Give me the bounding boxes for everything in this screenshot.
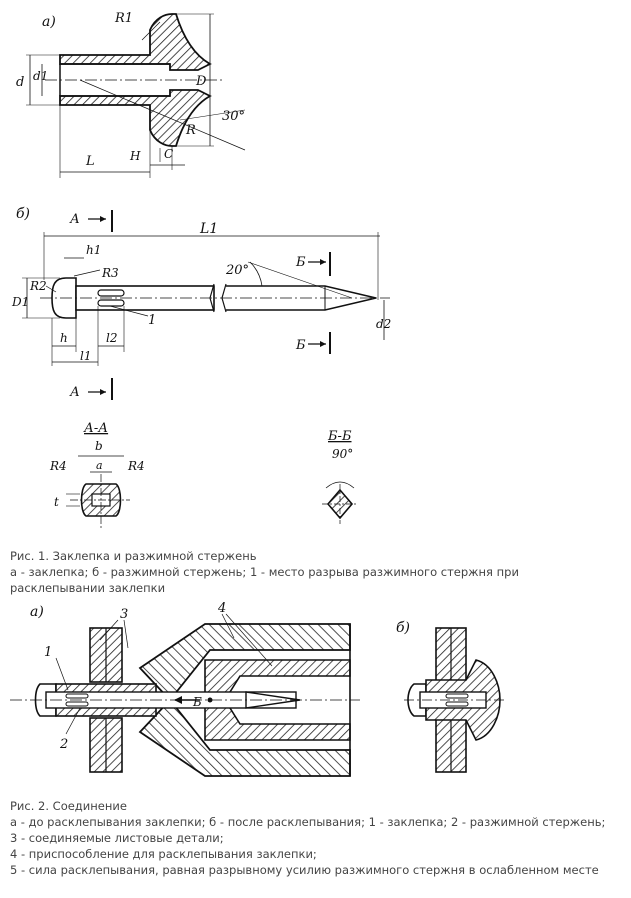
label-3-sheets: 3 (120, 607, 128, 622)
label-a: a (96, 459, 103, 472)
label-R2: R2 (29, 279, 47, 293)
label-h: h (60, 331, 68, 345)
label-R4-right: R4 (127, 459, 145, 473)
figure2-caption-line: 3 - соединяемые листовые детали; (10, 831, 224, 845)
section-A-bottom: А (69, 385, 80, 400)
label-L: L (85, 154, 95, 169)
label-angle-30: 30° (222, 109, 245, 124)
figure2-caption-line: а - до расклепывания заклепки; б - после… (10, 815, 606, 829)
label-1-rivet: 1 (44, 645, 52, 660)
figure2-caption: Рис. 2. Соединение а - до расклепывания … (10, 798, 605, 878)
rivet-drawing: а) R1 d d1 D R 30° L H C (16, 11, 246, 178)
label-2-pin: 2 (59, 737, 68, 752)
label-d1: d1 (33, 69, 48, 83)
label-l2: l2 (106, 331, 117, 345)
fig2-part-b-label: б) (396, 620, 410, 636)
figure1-caption-title: Рис. 1. Заклепка и разжимной стержень (10, 549, 257, 563)
rivet-upper-section (59, 13, 212, 71)
label-H: H (129, 149, 141, 163)
section-AA-title: А-А (83, 421, 108, 436)
label-t: t (54, 495, 59, 509)
label-D: D (195, 74, 207, 89)
figure2-caption-line: 4 - приспособление для расклепывания зак… (10, 847, 317, 861)
label-b: b (95, 439, 103, 453)
label-R4-left: R4 (49, 459, 67, 473)
expanding-pin-drawing: б) А (11, 206, 391, 400)
figure2-caption-title: Рис. 2. Соединение (10, 799, 127, 813)
label-R: R (185, 123, 196, 138)
label-R1: R1 (114, 11, 133, 26)
label-l1: l1 (80, 349, 91, 363)
figure1-caption: Рис. 1. Заклепка и разжимной стержень а … (10, 548, 519, 596)
label-4-tool: 4 (217, 601, 226, 616)
label-angle-20: 20° (225, 263, 249, 278)
label-B-force: Б (192, 695, 202, 709)
fig1-part-a-label: а) (42, 14, 56, 30)
section-A-top: А (69, 212, 80, 227)
section-B-top: Б (295, 255, 306, 270)
label-h1: h1 (86, 243, 101, 257)
fig2-part-a-label: а) (30, 604, 44, 620)
label-angle-90: 90° (332, 447, 353, 461)
label-d2: d2 (376, 317, 391, 331)
label-1-break-point: 1 (148, 313, 156, 328)
figure1-caption-line: а - заклепка; б - разжимной стержень; 1 … (10, 565, 519, 579)
label-d: d (16, 75, 24, 90)
fig1-part-b-label: б) (16, 206, 30, 222)
figure2-caption-line: 5 - сила расклепывания, равная разрывном… (10, 863, 599, 877)
joint-after-riveting: б) (396, 620, 506, 773)
section-BB-title: Б-Б (327, 429, 352, 444)
section-B-bottom: Б (295, 338, 306, 353)
label-L1: L1 (199, 221, 218, 237)
label-R3: R3 (101, 266, 119, 280)
section-AA-drawing: А-А b a R4 R4 t (49, 421, 145, 528)
section-BB-drawing: Б-Б 90° (322, 429, 358, 524)
label-D1: D1 (11, 295, 29, 309)
joint-before-riveting: а) 1 2 3 4 Б (10, 601, 360, 777)
figure1-caption-line: расклепывании заклепки (10, 581, 166, 595)
label-C: C (164, 147, 173, 161)
